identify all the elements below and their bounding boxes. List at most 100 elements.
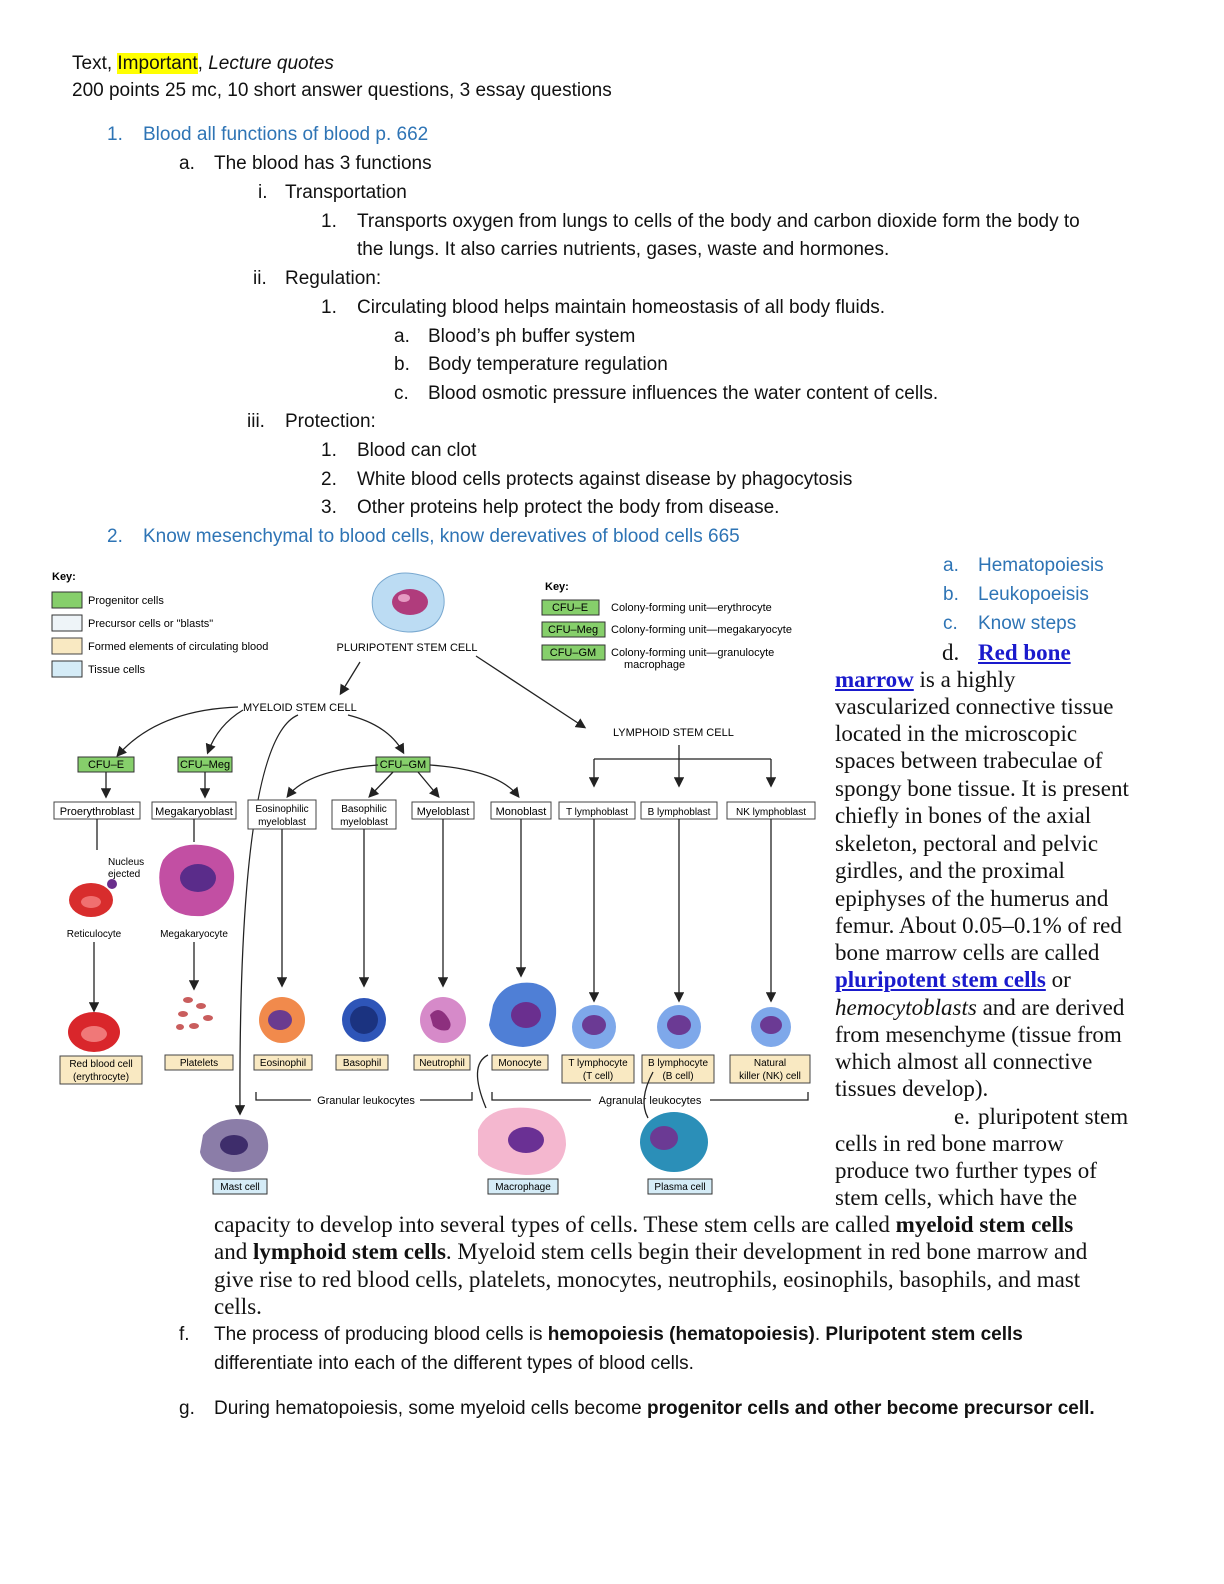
s1-i-text: Transportation — [285, 182, 407, 203]
monocyte-image — [489, 982, 557, 1047]
key-progenitor: Progenitor cells — [88, 595, 164, 607]
s2-e-line1: pluripotent stem — [978, 1104, 1129, 1129]
key-precursor-swatch — [51, 614, 83, 632]
cfu-e-label: CFU–E — [88, 759, 124, 771]
platelets-box — [164, 1054, 234, 1071]
macrophage-label: Macrophage — [495, 1182, 551, 1193]
s2-g-text: During hematopoiesis, some myeloid cells… — [214, 1398, 647, 1419]
section1-title: Blood all functions of blood p. 662 — [143, 124, 429, 145]
s2-d-line3: located in the microscopic — [835, 721, 1078, 746]
bcell-label2: (B cell) — [662, 1071, 693, 1082]
key-precursor: Precursor cells or "blasts" — [88, 618, 213, 630]
s2-e-line4: stem cells, which have the — [835, 1185, 1078, 1210]
baso-myelo-label2: myeloblast — [340, 817, 388, 828]
tcell-box — [561, 1054, 635, 1084]
granular-bracket — [255, 1092, 473, 1101]
eos-myelo-box — [247, 799, 317, 830]
rbc-box — [59, 1055, 143, 1085]
s2-d-line12-wrap: pluripotent stem cells or — [835, 966, 1071, 993]
monocyte-box — [491, 1054, 549, 1071]
s2-f-text2: . — [814, 1324, 826, 1345]
granular-label: Granular leukocytes — [317, 1095, 415, 1107]
neutrophil-image — [420, 997, 466, 1043]
s1-iii-num: iii. — [247, 411, 265, 432]
nk-lympho-label: NK lymphoblast — [736, 807, 806, 818]
key2-cfu-gm: CFU–GM — [550, 647, 596, 659]
s2-d-num: d. — [942, 640, 960, 665]
rbc-label1: Red blood cell — [69, 1059, 132, 1070]
nucleus-label2: ejected — [108, 869, 140, 880]
s1-i-1-num: 1. — [321, 211, 337, 232]
s2-b-text: Leukopoeisis — [978, 584, 1089, 605]
eosinophil-box — [253, 1054, 313, 1071]
arrow-to-myeloblast — [417, 771, 440, 798]
eos-myelo-label1: Eosinophilic — [255, 804, 308, 815]
megakaryocyte-label: Megakaryocyte — [160, 929, 228, 940]
s2-f-text1: The process of producing blood cells is — [214, 1324, 548, 1345]
key2-cfu-gm-swatch — [541, 644, 606, 661]
tcell-label1: T lymphocyte — [568, 1058, 628, 1069]
points-line: 200 points 25 mc, 10 short answer questi… — [72, 80, 612, 101]
key2-cfu-meg: CFU–Meg — [548, 624, 598, 636]
hematopoiesis-diagram: Key: Progenitor cells Precursor cells or… — [51, 571, 816, 1195]
s1-iii-3-num: 3. — [321, 497, 337, 518]
eosinophil-label: Eosinophil — [260, 1058, 306, 1069]
cfu-meg-label: CFU–Meg — [180, 759, 230, 771]
baso-myelo-label1: Basophilic — [341, 804, 387, 815]
s1-ii-c-text: Blood osmotic pressure influences the wa… — [428, 383, 939, 404]
s2-a-num: a. — [943, 555, 959, 576]
s2-f-line1: The process of producing blood cells is … — [214, 1323, 1023, 1347]
key-progenitor-swatch — [51, 591, 83, 609]
s2-c-num: c. — [943, 613, 958, 634]
s2-d-line4: spaces between trabeculae of — [835, 748, 1103, 773]
red-bone-link[interactable]: Red bone — [978, 640, 1071, 665]
s2-d-line13: and are derived — [976, 995, 1125, 1020]
megakaryoblast-label: Megakaryoblast — [155, 806, 233, 818]
proerythroblast-label: Proerythroblast — [60, 806, 135, 818]
bcell-box — [641, 1054, 715, 1084]
mast-cell-image — [200, 1119, 269, 1172]
monocyte-label: Monocyte — [498, 1058, 542, 1069]
key-tissue: Tissue cells — [88, 664, 146, 676]
s2-d-line1: is a highly — [913, 667, 1016, 692]
s2-f-num: f. — [179, 1324, 190, 1345]
b-lympho-label: B lymphoblast — [648, 807, 711, 818]
key2-cfu-meg-desc: Colony-forming unit—megakaryocyte — [611, 624, 792, 636]
tcell-image — [572, 1005, 616, 1049]
s2-e-line6-wrap: and lymphoid stem cells. Myeloid stem ce… — [214, 1238, 1087, 1265]
arrow-to-mast — [234, 714, 299, 1116]
key2-cfu-gm-desc2: macrophage — [624, 659, 685, 671]
basophil-box — [335, 1054, 389, 1071]
nk-label1: Natural — [754, 1058, 786, 1069]
s1-i-num: i. — [258, 182, 268, 203]
s2-e-line5: capacity to develop into several types o… — [214, 1212, 896, 1237]
pluripotent-link[interactable]: pluripotent stem cells — [835, 967, 1046, 992]
arrow-to-eos-myelo — [286, 764, 379, 799]
s2-d-line10: femur. About 0.05–0.1% of red — [835, 913, 1122, 938]
bcell-image — [657, 1005, 701, 1049]
s1-ii-a-text: Blood’s ph buffer system — [428, 326, 636, 347]
s1-iii-3-text: Other proteins help protect the body fro… — [357, 497, 780, 518]
baso-myelo-box — [331, 799, 397, 830]
legend-line: Text, Important, Lecture quotes — [72, 52, 334, 76]
s2-b-num: b. — [943, 584, 959, 605]
marrow-link[interactable]: marrow — [835, 667, 914, 692]
myeloid-label: MYELOID STEM CELL — [243, 702, 357, 714]
mast-box — [212, 1178, 268, 1195]
section2-num: 2. — [107, 526, 123, 547]
s1-ii-b-num: b. — [394, 354, 410, 375]
arrow-to-lymphoid — [475, 655, 587, 729]
arrow-to-cfu-gm — [347, 714, 405, 755]
s1-ii-c-num: c. — [394, 383, 409, 404]
s1-a-text: The blood has 3 functions — [214, 153, 432, 174]
lymphoid-label: LYMPHOID STEM CELL — [613, 727, 734, 739]
bcell-label1: B lymphocyte — [648, 1058, 708, 1069]
s1-ii-1-num: 1. — [321, 297, 337, 318]
arrow-to-cfu-e — [116, 706, 239, 757]
s1-ii-b-text: Body temperature regulation — [428, 354, 668, 375]
key2-cfu-e-swatch — [541, 599, 600, 616]
megakaryocyte-image — [159, 844, 235, 917]
s1-iii-text: Protection: — [285, 411, 376, 432]
s2-d-line5: spongy bone tissue. It is present — [835, 776, 1129, 801]
s2-e-line5-wrap: capacity to develop into several types o… — [214, 1211, 1073, 1238]
